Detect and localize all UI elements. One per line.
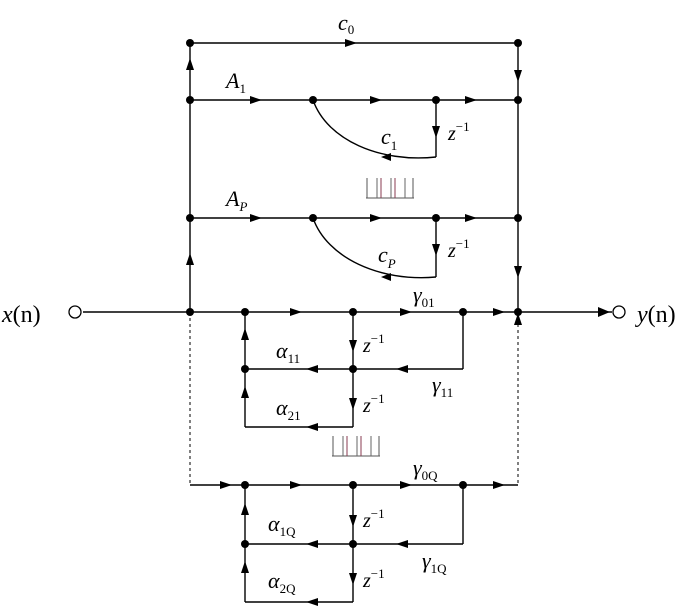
arrow-up — [514, 313, 522, 325]
node — [459, 481, 467, 489]
node — [349, 308, 357, 316]
node — [186, 214, 194, 222]
coefficient-alpha2Q: α2Q — [268, 568, 296, 596]
delay-label: z−1 — [447, 119, 470, 145]
branch-lines — [83, 42, 612, 603]
arrow-right — [370, 214, 382, 222]
arrow-down — [349, 340, 357, 352]
delay-label: z−1 — [362, 506, 385, 532]
node — [514, 39, 522, 47]
section-1-feedback-arc — [312, 99, 437, 159]
arrow-right — [465, 214, 477, 222]
arrow-left — [381, 153, 391, 161]
output-terminal — [612, 305, 626, 319]
delay-label: z−1 — [362, 391, 385, 417]
node — [186, 96, 194, 104]
node — [514, 96, 522, 104]
coefficient-alpha21: α21 — [276, 395, 301, 423]
coefficient-c0: c0 — [338, 10, 354, 37]
arrow-right — [400, 481, 412, 489]
ellipsis-mark-upper — [366, 178, 414, 199]
coefficient-gamma1Q: γ1Q — [422, 548, 447, 576]
node — [432, 96, 440, 104]
arrow-down — [432, 126, 440, 138]
arrow-down — [349, 398, 357, 410]
input-label: x(n) — [1, 302, 41, 328]
delay-label: z−1 — [362, 566, 385, 592]
arrow-up — [186, 253, 194, 265]
node — [432, 214, 440, 222]
arrow-right — [400, 308, 412, 316]
node — [349, 540, 357, 548]
arrow-right — [465, 96, 477, 104]
node — [514, 214, 522, 222]
arrow-right — [598, 307, 610, 317]
arrow-down — [514, 70, 522, 82]
arrow-right — [370, 96, 382, 104]
coefficient-cP: cP — [378, 242, 396, 271]
coefficient-A1: A1 — [224, 68, 246, 96]
arrow-down — [349, 573, 357, 585]
coefficient-alpha11: α11 — [276, 338, 300, 366]
node — [241, 365, 249, 373]
nodes — [186, 39, 522, 548]
node — [309, 214, 317, 222]
coefficient-gamma0Q: γ0Q — [413, 455, 438, 483]
ellipsis-mark-lower — [332, 436, 380, 457]
node — [241, 540, 249, 548]
node — [241, 308, 249, 316]
arrow-left — [306, 540, 318, 548]
arrow-left — [306, 423, 318, 431]
arrow-right — [493, 308, 505, 316]
arrow-right — [250, 96, 262, 104]
arrow-right — [493, 481, 505, 489]
arrow-up — [241, 503, 249, 515]
node — [514, 308, 522, 316]
node — [186, 39, 194, 47]
arrow-right — [220, 481, 232, 489]
dashed-continuations — [189, 100, 519, 485]
arrow-left — [396, 540, 408, 548]
arrow-right — [290, 308, 302, 316]
node — [349, 481, 357, 489]
arrow-right — [345, 39, 357, 47]
node — [309, 96, 317, 104]
node — [186, 308, 194, 316]
arrow-up — [186, 58, 194, 70]
input-terminal — [68, 305, 82, 319]
arrow-down — [349, 515, 357, 527]
arrow-left — [306, 365, 318, 373]
node — [241, 481, 249, 489]
delay-label: z−1 — [447, 236, 470, 262]
direction-arrows — [186, 39, 610, 606]
coefficient-gamma11: γ11 — [432, 372, 453, 400]
arrow-up — [241, 561, 249, 573]
output-label: y(n) — [635, 302, 676, 328]
arrow-right — [250, 214, 262, 222]
node — [459, 308, 467, 316]
coefficient-gamma01: γ01 — [413, 282, 435, 310]
arrow-down — [514, 266, 522, 278]
arrow-up — [241, 386, 249, 398]
arrow-up — [241, 328, 249, 340]
section-P-feedback-arc — [312, 217, 437, 279]
arrow-down — [432, 244, 440, 256]
coefficient-c1: c1 — [381, 124, 397, 153]
coefficient-alpha1Q: α1Q — [268, 511, 296, 539]
arrow-left — [396, 365, 408, 373]
arrow-right — [290, 481, 302, 489]
arrow-left — [381, 273, 391, 281]
node — [349, 365, 357, 373]
arrow-left — [306, 598, 318, 606]
delay-label: z−1 — [362, 331, 385, 357]
coefficient-AP: AP — [224, 186, 247, 214]
